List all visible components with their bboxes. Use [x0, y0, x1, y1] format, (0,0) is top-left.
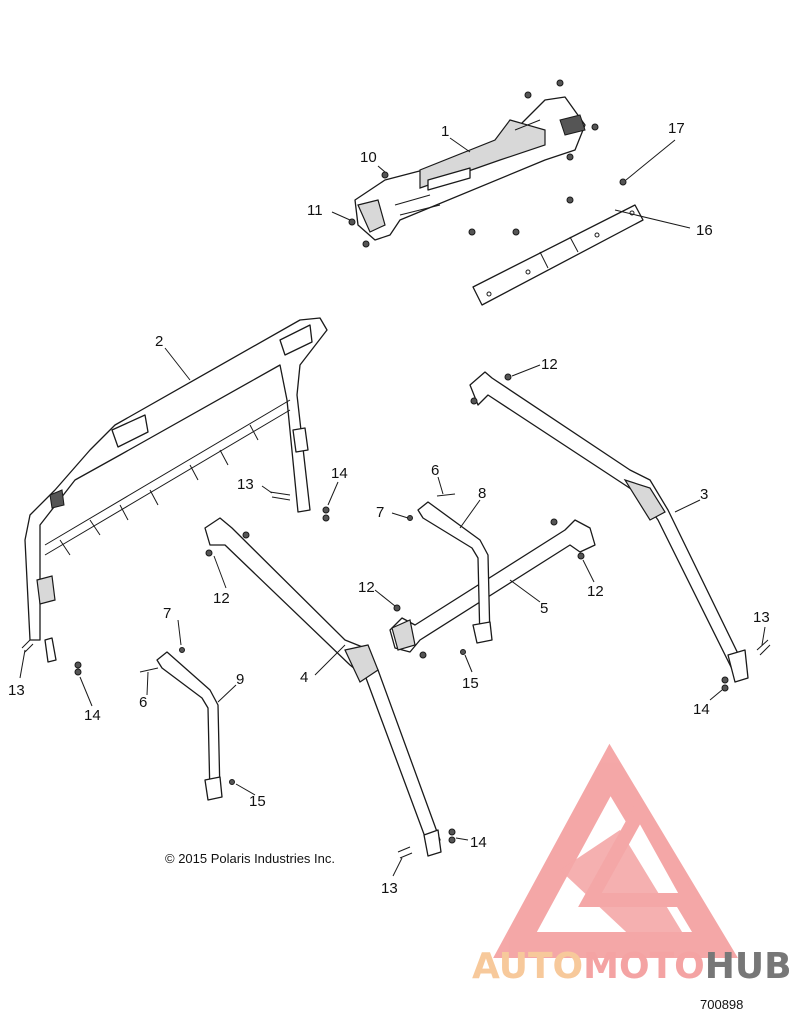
- watermark-text: AUTOMOTOHUB: [472, 946, 792, 987]
- callout-14a: 14: [331, 465, 348, 482]
- part-1-roof-panel: [348, 79, 627, 248]
- callout-2: 2: [155, 333, 163, 350]
- callout-15a: 15: [462, 675, 479, 692]
- callout-12a: 12: [541, 356, 558, 373]
- hardware: [21, 373, 771, 859]
- callout-11: 11: [307, 202, 323, 219]
- callout-13b: 13: [8, 682, 25, 699]
- callout-1: 1: [441, 123, 449, 140]
- leader-lines: [19, 137, 766, 877]
- copyright-notice: © 2015 Polaris Industries Inc.: [165, 851, 335, 866]
- callout-7b: 7: [163, 605, 171, 622]
- watermark-text-moto: MOTO: [583, 946, 705, 987]
- callout-13d: 13: [381, 880, 398, 897]
- callout-6a: 6: [431, 462, 439, 479]
- part-2-front-roll-bar: [24, 317, 328, 663]
- callout-16: 16: [696, 222, 713, 239]
- callout-6b: 6: [139, 694, 147, 711]
- callout-15b: 15: [249, 793, 266, 810]
- part-16-strip: [472, 204, 644, 306]
- callout-17: 17: [668, 120, 685, 137]
- callout-8: 8: [478, 485, 486, 502]
- part-5-cross-brace: [389, 519, 596, 653]
- watermark-logo: [493, 743, 738, 958]
- callout-12b: 12: [213, 590, 230, 607]
- callout-4: 4: [300, 669, 308, 686]
- callout-12c: 12: [358, 579, 375, 596]
- callout-13a: 13: [237, 476, 254, 493]
- part-8-bar: [417, 501, 493, 644]
- callout-5: 5: [540, 600, 548, 617]
- callout-13c: 13: [753, 609, 770, 626]
- callouts: 1 2 3 4 5 6 6 7 7 8 9 10 11 12 12 12 12 …: [8, 120, 770, 897]
- figure-number: 700898: [700, 997, 743, 1012]
- part-4-left-upright: [204, 517, 442, 857]
- callout-12d: 12: [587, 583, 604, 600]
- callout-14d: 14: [470, 834, 487, 851]
- callout-14b: 14: [84, 707, 101, 724]
- callout-14c: 14: [693, 701, 710, 718]
- part-3-right-upright: [469, 371, 749, 683]
- part-9-bar: [156, 651, 223, 801]
- watermark-text-hub: HUB: [705, 946, 792, 987]
- callout-9: 9: [236, 671, 244, 688]
- callout-7a: 7: [376, 504, 384, 521]
- callout-10: 10: [360, 149, 377, 166]
- watermark-text-auto: AUTO: [472, 946, 583, 987]
- callout-3: 3: [700, 486, 708, 503]
